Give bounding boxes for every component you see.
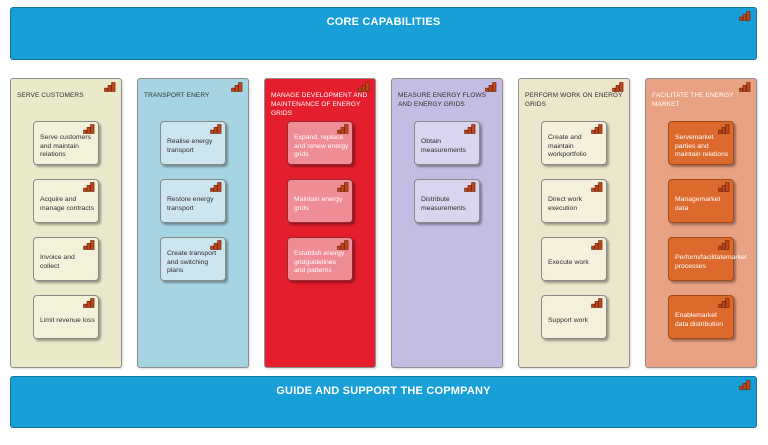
capability-label: Obtain measurements [421,138,466,154]
banner-core-capabilities[interactable]: CORE CAPABILITIES [10,7,757,60]
bar-chart-icon [210,240,222,250]
capability-label: Realise energy transport [167,138,213,154]
capability-label: Managemarket data [675,196,721,212]
capability-label: Maintain energy grids [294,196,343,212]
bar-chart-icon [83,240,95,250]
capability-box[interactable]: Support work [541,295,607,339]
capability-box[interactable]: Distribute measurements [414,179,480,223]
capability-group-serve-customers[interactable]: SERVE CUSTOMERS Serve customers and main… [10,78,122,368]
capability-group-title: MANAGE DEVELOPMENT AND MAINTENANCE OF EN… [271,92,368,117]
capability-group-perform-work[interactable]: PERFORM WORK ON ENERGY GRIDS Create and … [518,78,630,368]
capability-label: Enablemarket data distribution [675,312,723,328]
capability-box[interactable]: Execute work [541,237,607,281]
capability-group-facilitate-market[interactable]: FACILITATE THE ENERGY MARKET Servemarket… [645,78,757,368]
capability-box[interactable]: Expand, replace and renew energy grids [287,121,353,165]
capability-box[interactable]: Invoice and collect [33,237,99,281]
capability-group-title: FACILITATE THE ENERGY MARKET [652,92,734,108]
bar-chart-icon [210,124,222,134]
capability-items: Obtain measurements Distribute measureme… [392,121,502,223]
bar-chart-icon [591,182,603,192]
capability-group-title: SERVE CUSTOMERS [17,92,84,99]
capability-label: Acquire and manage contracts [40,196,95,212]
bar-chart-icon [718,124,730,134]
bar-chart-icon [464,182,476,192]
bar-chart-icon [739,11,751,21]
bar-chart-icon [718,240,730,250]
bar-chart-icon [337,240,349,250]
capability-label: Direct work execution [548,196,582,212]
capability-box[interactable]: Acquire and manage contracts [33,179,99,223]
capability-box[interactable]: Establish energy gridguidelines and patt… [287,237,353,281]
capability-group-measure-energy-flows[interactable]: MEASURE ENERGY FLOWS AND ENERGY GRIDS Ob… [391,78,503,368]
capability-group-manage-grid-development[interactable]: MANAGE DEVELOPMENT AND MAINTENANCE OF EN… [264,78,376,368]
capability-label: Expand, replace and renew energy grids [294,133,349,159]
capability-box[interactable]: Enablemarket data distribution [668,295,734,339]
capability-label: Limit revenue loss [40,316,95,324]
capability-box[interactable]: Serve customers and maintain relations [33,121,99,165]
capability-box[interactable]: Servemarket parties and maintain relatio… [668,121,734,165]
capability-items: Expand, replace and renew energy grids M… [265,121,375,281]
capability-label: Servemarket parties and maintain relatio… [675,133,729,159]
capability-box[interactable]: Direct work execution [541,179,607,223]
capability-items: Create and maintain workportfolio Direct… [519,121,629,339]
capability-label: Serve customers and maintain relations [40,133,91,159]
capability-box[interactable]: Obtain measurements [414,121,480,165]
capability-label: Distribute measurements [421,196,466,212]
capability-items: Serve customers and maintain relations A… [11,121,121,339]
bar-chart-icon [210,182,222,192]
bar-chart-icon [337,124,349,134]
bar-chart-icon [83,298,95,308]
banner-title: GUIDE AND SUPPORT THE COPMPANY [276,385,491,397]
capability-label: Create transport and switching plans [167,249,217,275]
capability-label: Restore energy transport [167,196,214,212]
bar-chart-icon [591,240,603,250]
bar-chart-icon [612,82,624,92]
capability-group-title: PERFORM WORK ON ENERGY GRIDS [525,92,623,108]
capability-label: Create and maintain workportfolio [548,133,587,159]
capability-label: Perform/facilitatemarket processes [675,254,747,270]
capability-items: Servemarket parties and maintain relatio… [646,121,756,339]
capability-box[interactable]: Maintain energy grids [287,179,353,223]
capability-items: Realise energy transport Restore energy … [138,121,248,281]
capability-box[interactable]: Realise energy transport [160,121,226,165]
capability-label: Establish energy gridguidelines and patt… [294,249,345,275]
capability-box[interactable]: Create and maintain workportfolio [541,121,607,165]
capability-group-title: MEASURE ENERGY FLOWS AND ENERGY GRIDS [398,92,487,108]
banner-title: CORE CAPABILITIES [326,16,441,28]
bar-chart-icon [718,298,730,308]
capability-box[interactable]: Limit revenue loss [33,295,99,339]
capability-box[interactable]: Restore energy transport [160,179,226,223]
capability-label: Invoice and collect [40,254,75,270]
bar-chart-icon [718,182,730,192]
bar-chart-icon [231,82,243,92]
bar-chart-icon [83,182,95,192]
bar-chart-icon [337,182,349,192]
banner-guide-and-support[interactable]: GUIDE AND SUPPORT THE COPMPANY [10,376,757,428]
bar-chart-icon [591,298,603,308]
capability-box[interactable]: Perform/facilitatemarket processes [668,237,747,281]
bar-chart-icon [358,82,370,92]
capability-group-title: TRANSPORT ENERY [144,92,210,99]
capability-label: Execute work [548,258,589,266]
capability-box[interactable]: Create transport and switching plans [160,237,226,281]
bar-chart-icon [739,380,751,390]
bar-chart-icon [591,124,603,134]
bar-chart-icon [464,124,476,134]
capability-label: Support work [548,316,589,324]
bar-chart-icon [739,82,751,92]
bar-chart-icon [485,82,497,92]
capability-box[interactable]: Managemarket data [668,179,734,223]
capability-columns: SERVE CUSTOMERS Serve customers and main… [10,78,757,368]
bar-chart-icon [83,124,95,134]
capability-group-transport-energy[interactable]: TRANSPORT ENERY Realise energy transport… [137,78,249,368]
bar-chart-icon [104,82,116,92]
